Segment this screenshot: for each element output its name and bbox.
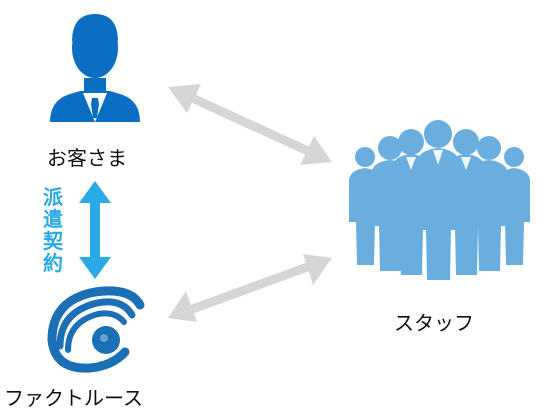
staff-label: スタッフ	[394, 311, 474, 335]
arrow-customer-staff	[168, 84, 332, 165]
contract-label: 派 遣 契 約	[42, 186, 64, 274]
company-logo-icon	[47, 286, 145, 373]
contract-label-char: 遣	[43, 207, 63, 231]
company-label: ファクトルース	[4, 386, 143, 410]
contract-label-char: 契	[43, 229, 63, 253]
contract-label-char: 約	[43, 251, 63, 275]
staff-group-icon	[349, 120, 530, 280]
businessman-icon	[50, 14, 140, 122]
customer-label: お客さま	[47, 146, 127, 170]
contract-arrow	[79, 181, 111, 279]
contract-label-char: 派	[43, 185, 63, 209]
arrow-company-staff	[168, 254, 332, 322]
